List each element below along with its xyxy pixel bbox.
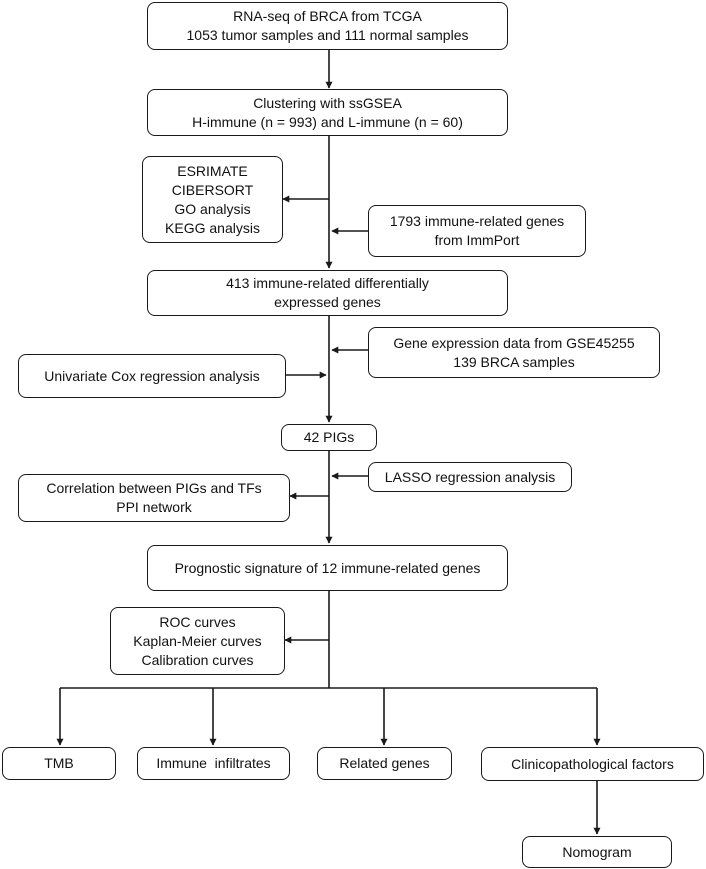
analyses-cibersort: CIBERSORT	[171, 181, 254, 198]
curves-roc: ROC curves	[159, 613, 236, 630]
pigs-box: 42 PIGs	[281, 424, 377, 451]
infiltrates-box: Immune infiltrates	[137, 747, 290, 780]
lasso-box: LASSO regression analysis	[368, 462, 572, 492]
clinico-box: Clinicopathological factors	[481, 747, 704, 781]
analyses-estimate: ESRIMATE	[177, 162, 248, 179]
analyses-box: ESRIMATE CIBERSORT GO analysis KEGG anal…	[142, 156, 283, 243]
immport-source: from ImmPort	[434, 232, 520, 248]
related-genes-box: Related genes	[317, 747, 452, 780]
geo-box: Gene expression data from GSE45255 139 B…	[368, 327, 660, 378]
immport-box: 1793 immune-related genes from ImmPort	[368, 205, 586, 257]
related-genes-label: Related genes	[339, 755, 430, 771]
rnaseq-box: RNA-seq of BRCA from TCGA 1053 tumor sam…	[147, 2, 508, 50]
correlation-box: Correlation between PIGs and TFs PPI net…	[18, 474, 290, 522]
clustering-groups: H-immune (n = 993) and L-immune (n = 60)	[192, 113, 463, 130]
rnaseq-samples: 1053 tumor samples and 111 normal sample…	[186, 27, 469, 43]
correlation-ppi: PPI network	[116, 499, 192, 515]
signature-label: Prognostic signature of 12 immune-relate…	[174, 559, 481, 576]
clustering-box: Clustering with ssGSEA H-immune (n = 993…	[147, 89, 508, 136]
infiltrates-label: Immune infiltrates	[156, 755, 271, 771]
rnaseq-title: RNA-seq of BRCA from TCGA	[233, 8, 422, 24]
analyses-kegg: KEGG analysis	[165, 219, 260, 236]
degs-box: 413 immune-related differentially expres…	[147, 270, 508, 316]
univariate-label: Univariate Cox regression analysis	[44, 367, 260, 384]
nomogram-box: Nomogram	[522, 836, 672, 868]
nomogram-label: Nomogram	[562, 843, 632, 860]
tmb-label: TMB	[44, 755, 74, 771]
immport-count: 1793 immune-related genes	[389, 213, 565, 229]
signature-box: Prognostic signature of 12 immune-relate…	[147, 545, 508, 591]
geo-dataset: Gene expression data from GSE45255	[393, 334, 635, 351]
clustering-title: Clustering with ssGSEA	[253, 94, 402, 111]
degs-line1: 413 immune-related differentially	[226, 275, 429, 291]
clinico-label: Clinicopathological factors	[511, 755, 674, 772]
pigs-label: 42 PIGs	[303, 429, 355, 445]
curves-calibration: Calibration curves	[141, 651, 254, 668]
univariate-box: Univariate Cox regression analysis	[18, 354, 286, 398]
curves-km: Kaplan-Meier curves	[133, 632, 262, 649]
correlation-tfs: Correlation between PIGs and TFs	[46, 480, 262, 496]
analyses-go: GO analysis	[174, 200, 251, 217]
curves-box: ROC curves Kaplan-Meier curves Calibrati…	[110, 607, 285, 675]
geo-samples: 139 BRCA samples	[453, 353, 575, 370]
lasso-label: LASSO regression analysis	[384, 468, 556, 485]
tmb-box: TMB	[2, 747, 116, 780]
degs-line2: expressed genes	[274, 294, 381, 310]
